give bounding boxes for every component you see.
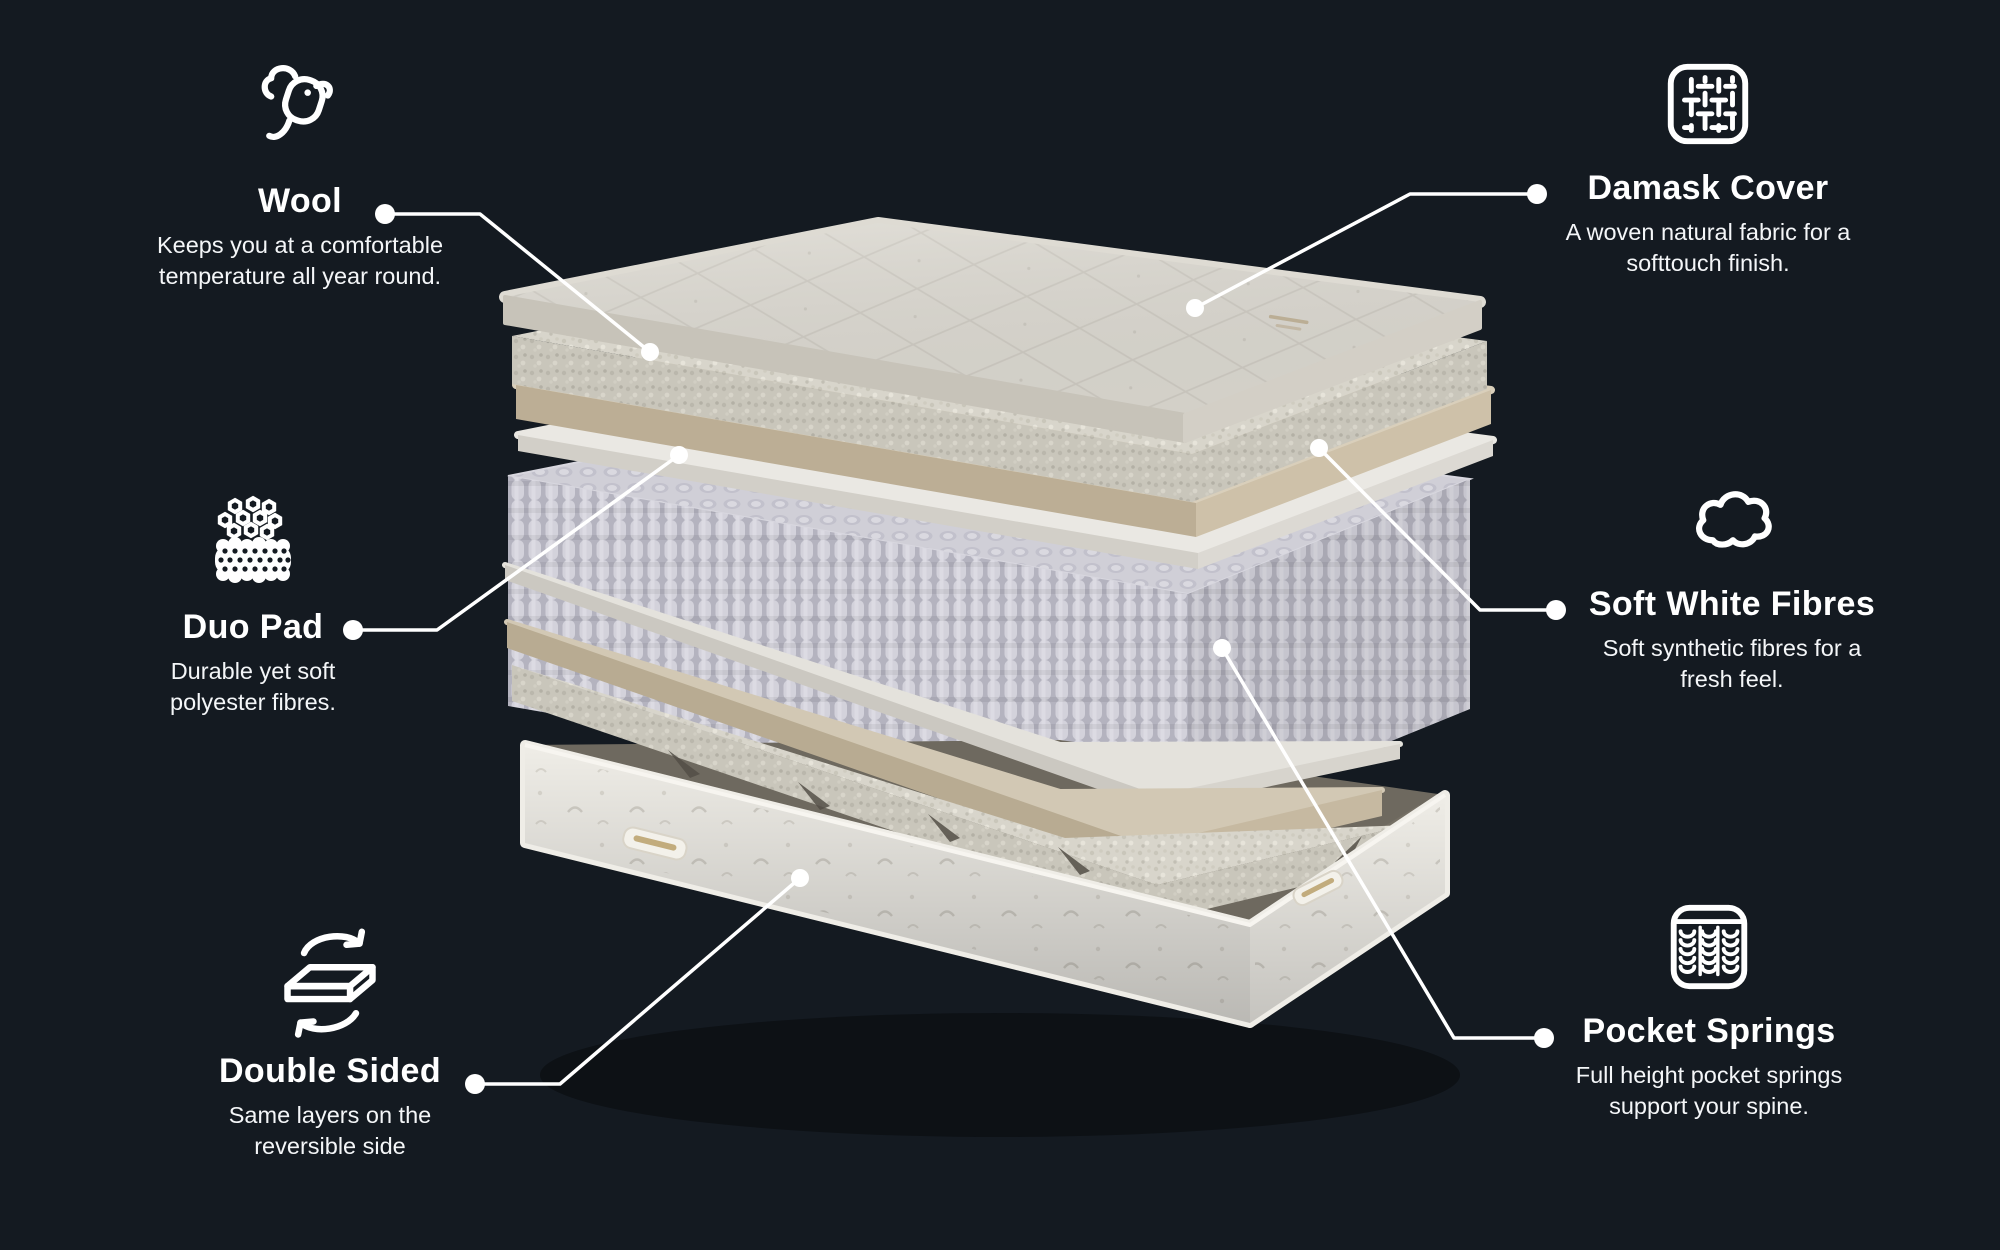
leader-dot [1186,299,1204,317]
leader-dot [1534,1028,1554,1048]
leader-line-damask [1193,192,1539,310]
pocket-springs-icon [1670,904,1748,990]
feature-pocket-springs: Pocket Springs Full height pocket spring… [1551,898,1867,1123]
base-label-plaque [622,826,688,861]
feature-title: Wool [257,182,343,220]
base-label-plaque [1292,869,1344,907]
leader-line-soft-fibres [1317,446,1558,612]
floor-shadow [540,1013,1460,1137]
woven-fabric-icon [1667,63,1749,145]
feature-title: Double Sided [218,1052,442,1090]
feature-title: Pocket Springs [1582,1012,1836,1050]
leader-line-double-sided [473,876,802,1086]
leader-line-pocket-springs [1220,646,1546,1040]
feature-description: Keeps you at a comfortable temperature a… [156,232,444,290]
leader-dot [1527,184,1547,204]
feature-wool: Wool Keeps you at a comfortable temperat… [155,60,445,293]
leader-dot [670,446,688,464]
feature-description: A woven natural fabric for a softtouch f… [1565,219,1851,277]
feature-title: Damask Cover [1587,169,1829,207]
leader-dot [1213,639,1231,657]
sheep-icon [261,65,333,140]
layer-quilted-base [520,740,1450,1028]
leader-dot [343,620,363,640]
leader-dot [641,343,659,361]
leader-dot [375,204,395,224]
leader-line-duo-pad [351,453,681,632]
leader-dot [465,1074,485,1094]
cloud-icon [1696,491,1772,548]
leader-dot [1546,600,1566,620]
layer-damask-cover [499,217,1486,443]
feature-title: Soft White Fibres [1588,585,1876,623]
leader-dot [791,869,809,887]
leader-line-wool [383,212,652,354]
feature-soft-white-fibres: Soft White Fibres Soft synthetic fibres … [1579,477,1885,696]
feature-description: Durable yet soft polyester fibres. [170,658,336,716]
feature-description: Same layers on the reversible side [228,1102,432,1160]
feature-double-sided: Double Sided Same layers on the reversib… [212,920,448,1163]
duo-pad-icon [215,495,291,583]
flip-mattress-icon [284,928,376,1038]
feature-duo-pad: Duo Pad Durable yet soft polyester fibre… [153,494,353,719]
leader-dot [1310,439,1328,457]
feature-title: Duo Pad [182,608,324,646]
cover-logo-mark [1268,314,1309,331]
feature-description: Soft synthetic fibres for a fresh feel. [1602,635,1862,693]
feature-damask-cover: Damask Cover A woven natural fabric for … [1553,55,1863,280]
feature-description: Full height pocket springs support your … [1575,1062,1843,1120]
